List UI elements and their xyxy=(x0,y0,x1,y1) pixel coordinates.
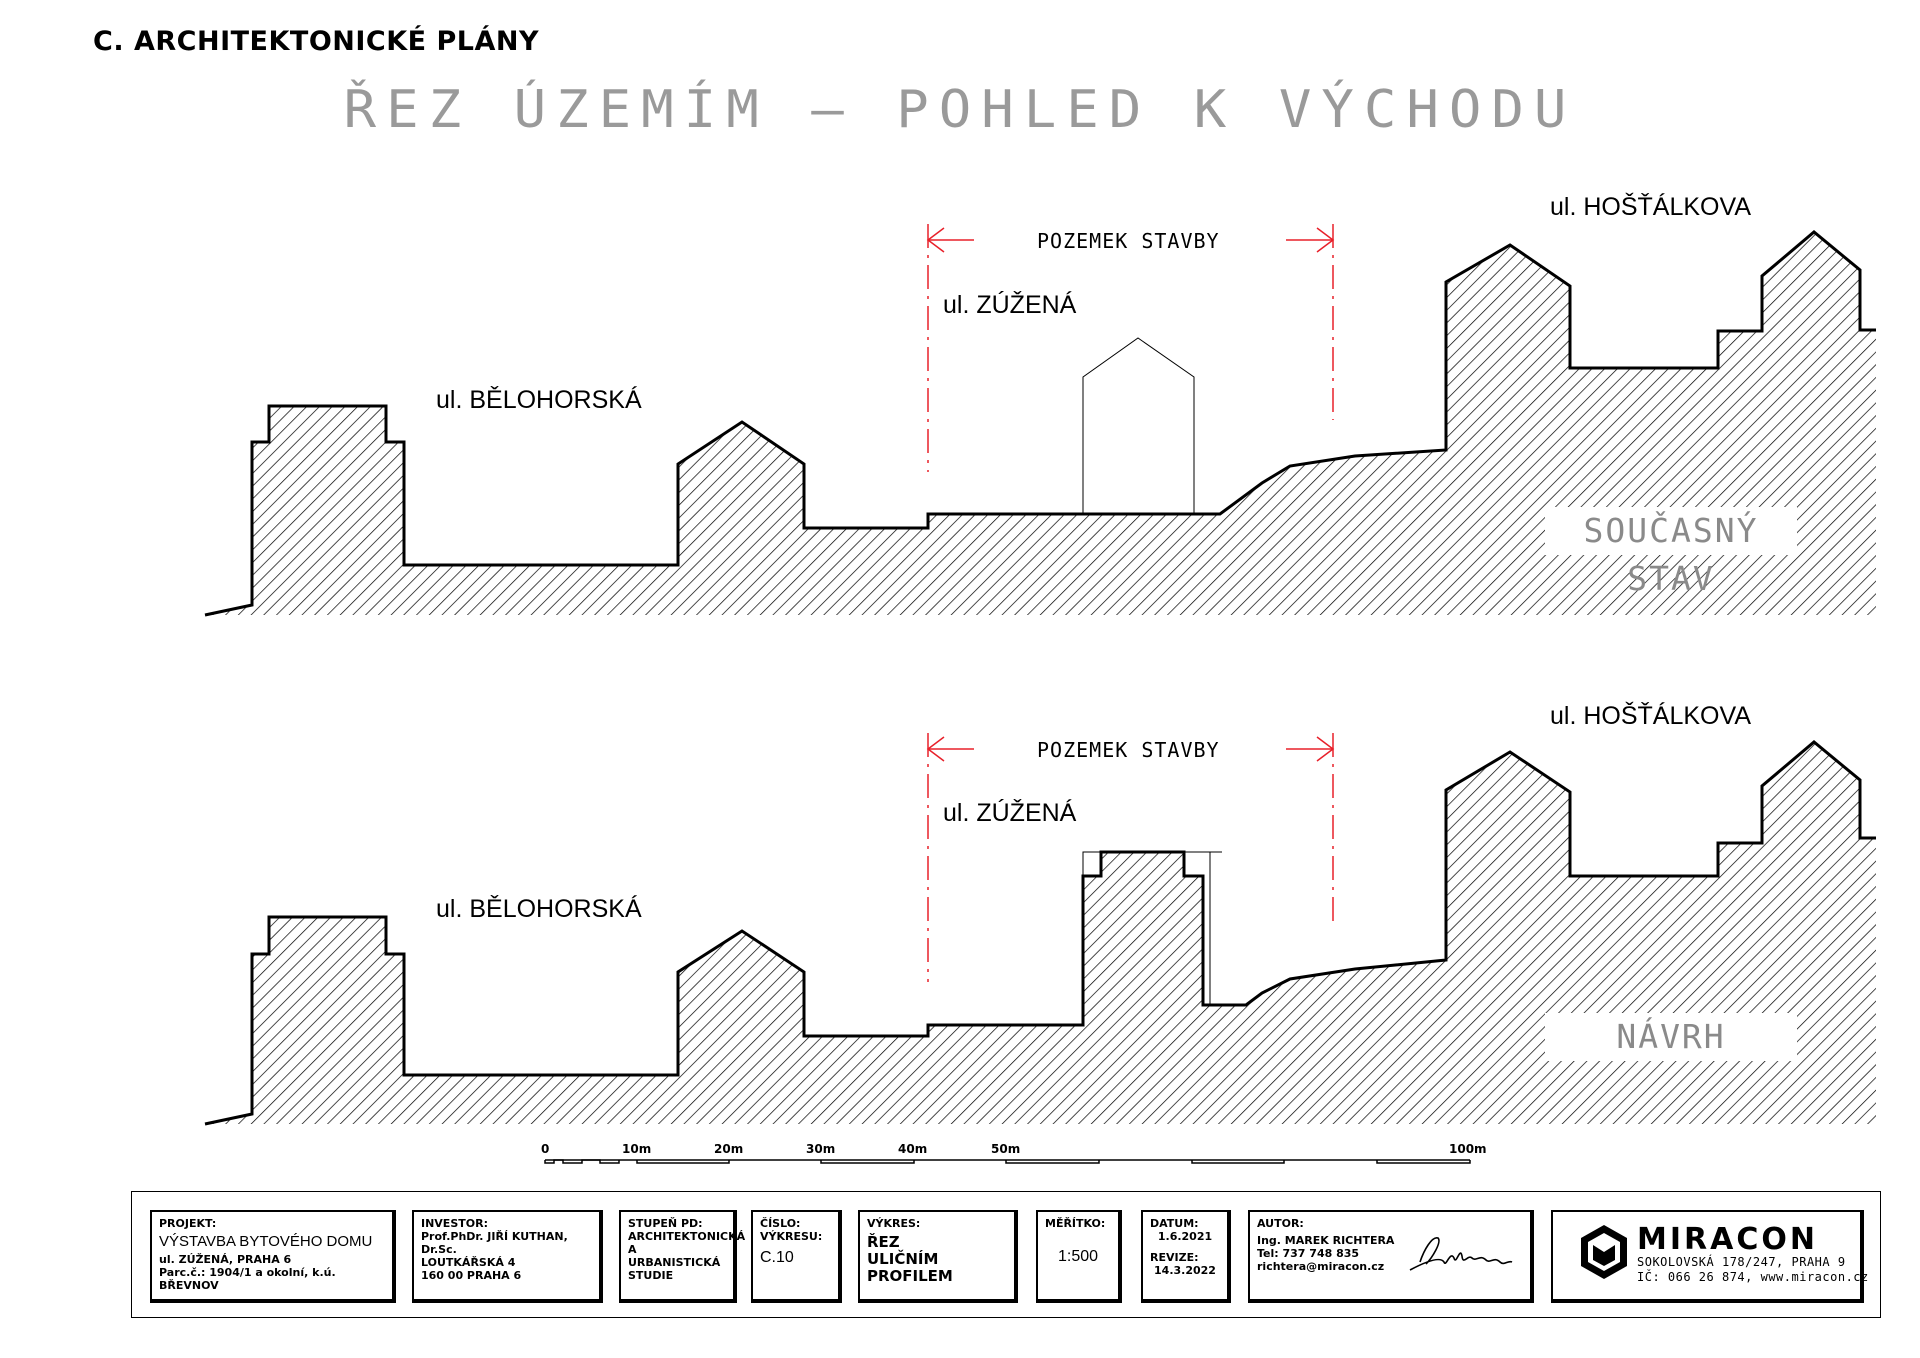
terrain-current xyxy=(204,230,1876,617)
author-email: richtera@miracon.cz xyxy=(1257,1260,1385,1273)
company-name: MIRACON xyxy=(1637,1222,1818,1257)
drawing-title-line3: PROFILEM xyxy=(867,1267,953,1285)
author-box: AUTOR: Ing. MAREK RICHTERA Tel: 737 748 … xyxy=(1248,1210,1534,1303)
street-label-belohorska: ul. BĚLOHORSKÁ xyxy=(436,895,642,923)
project-name: VÝSTAVBA BYTOVÉHO DOMU xyxy=(159,1233,373,1250)
investor-box: INVESTOR: Prof.PhDr. JIŘÍ KUTHAN, Dr.Sc.… xyxy=(412,1210,603,1303)
drawing-title-line2: ULIČNÍM xyxy=(867,1250,939,1268)
drawing-caption: VÝKRES: xyxy=(867,1217,921,1230)
drawing-number-value: C.10 xyxy=(760,1249,794,1266)
section-heading: C. ARCHITEKTONICKÉ PLÁNY xyxy=(93,26,540,57)
date-caption: DATUM: xyxy=(1150,1217,1199,1230)
company-box xyxy=(1551,1210,1864,1303)
investor-name: Prof.PhDr. JIŘÍ KUTHAN, Dr.Sc. xyxy=(421,1230,568,1256)
scale-tick-label: 0 xyxy=(541,1142,550,1156)
company-logo-icon xyxy=(1581,1225,1627,1279)
dates-box: DATUM: 1.6.2021 REVIZE: 14.3.2022 xyxy=(1141,1210,1231,1303)
investor-city: 160 00 PRAHA 6 xyxy=(421,1269,522,1282)
plot-label: POZEMEK STAVBY xyxy=(1037,738,1220,762)
street-label-hostalkova: ul. HOŠŤÁLKOVA xyxy=(1550,193,1751,221)
scale-tick-label: 20m xyxy=(714,1142,744,1156)
investor-street: LOUTKÁŘSKÁ 4 xyxy=(421,1256,516,1269)
signature xyxy=(1409,1237,1513,1271)
title-block xyxy=(131,1191,1881,1318)
plot-label: POZEMEK STAVBY xyxy=(1037,229,1220,253)
scale-value: 1:500 xyxy=(1057,1248,1099,1265)
plot-dimension-current xyxy=(926,224,1335,472)
stage-box: STUPEŇ PD: ARCHITEKTONICKÁ A URBANISTICK… xyxy=(619,1210,746,1303)
author-phone: Tel: 737 748 835 xyxy=(1257,1247,1360,1260)
existing-outline xyxy=(1082,851,1101,876)
revision-value: 14.3.2022 xyxy=(1154,1264,1216,1277)
stage-line2: A URBANISTICKÁ xyxy=(628,1243,721,1269)
proposed-building-outline xyxy=(1082,337,1195,514)
stage-line1: ARCHITEKTONICKÁ xyxy=(628,1230,746,1243)
scale-tick-label: 40m xyxy=(898,1142,928,1156)
street-label-hostalkova: ul. HOŠŤÁLKOVA xyxy=(1550,702,1751,730)
date-value: 1.6.2021 xyxy=(1157,1230,1213,1243)
street-label-belohorska: ul. BĚLOHORSKÁ xyxy=(436,386,642,414)
scale-tick-label: 10m xyxy=(622,1142,652,1156)
drawing-number-caption: ČÍSLO: xyxy=(760,1217,801,1230)
company-address: SOKOLOVSKÁ 178/247, PRAHA 9 xyxy=(1637,1255,1846,1269)
project-street: ul. ZÚŽENÁ, PRAHA 6 xyxy=(159,1253,292,1266)
project-caption: PROJEKT: xyxy=(159,1217,217,1230)
company-ids: IČ: 066 26 874, www.miracon.cz xyxy=(1637,1270,1869,1284)
drawing-title-line1: ŘEZ xyxy=(867,1233,900,1251)
state-label-current: SOUČASNÝ STAV xyxy=(1545,507,1797,598)
drawing-box: VÝKRES: ŘEZ ULIČNÍM PROFILEM xyxy=(858,1210,1018,1303)
stage-caption: STUPEŇ PD: xyxy=(628,1217,703,1230)
scale-bar xyxy=(544,1159,1471,1164)
drawing-number-box: ČÍSLO: VÝKRESU: C.10 xyxy=(751,1210,842,1303)
drawing-number-caption: VÝKRESU: xyxy=(760,1230,823,1243)
street-label-zuzena: ul. ZÚŽENÁ xyxy=(943,291,1077,319)
investor-caption: INVESTOR: xyxy=(421,1217,488,1230)
project-box: PROJEKT: VÝSTAVBA BYTOVÉHO DOMU ul. ZÚŽE… xyxy=(150,1210,396,1303)
revision-caption: REVIZE: xyxy=(1150,1251,1199,1264)
author-caption: AUTOR: xyxy=(1257,1217,1304,1230)
scale-caption: MĚŘÍTKO: xyxy=(1045,1217,1106,1230)
scale-tick-label: 100m xyxy=(1449,1142,1487,1156)
state-label-proposal: NÁVRH xyxy=(1545,1013,1797,1061)
scale-tick-label: 30m xyxy=(806,1142,836,1156)
stage-line3: STUDIE xyxy=(628,1269,674,1282)
scale-box: MĚŘÍTKO: 1:500 xyxy=(1036,1210,1122,1303)
drawing-title: ŘEZ ÚZEMÍM – POHLED K VÝCHODU xyxy=(343,79,1577,140)
author-name: Ing. MAREK RICHTERA xyxy=(1257,1234,1395,1247)
project-parcel: Parc.č.: 1904/1 a okolní, k.ú. BŘEVNOV xyxy=(159,1266,336,1292)
street-label-zuzena: ul. ZÚŽENÁ xyxy=(943,799,1077,827)
plot-dimension-proposal xyxy=(926,733,1335,982)
scale-tick-label: 50m xyxy=(991,1142,1021,1156)
